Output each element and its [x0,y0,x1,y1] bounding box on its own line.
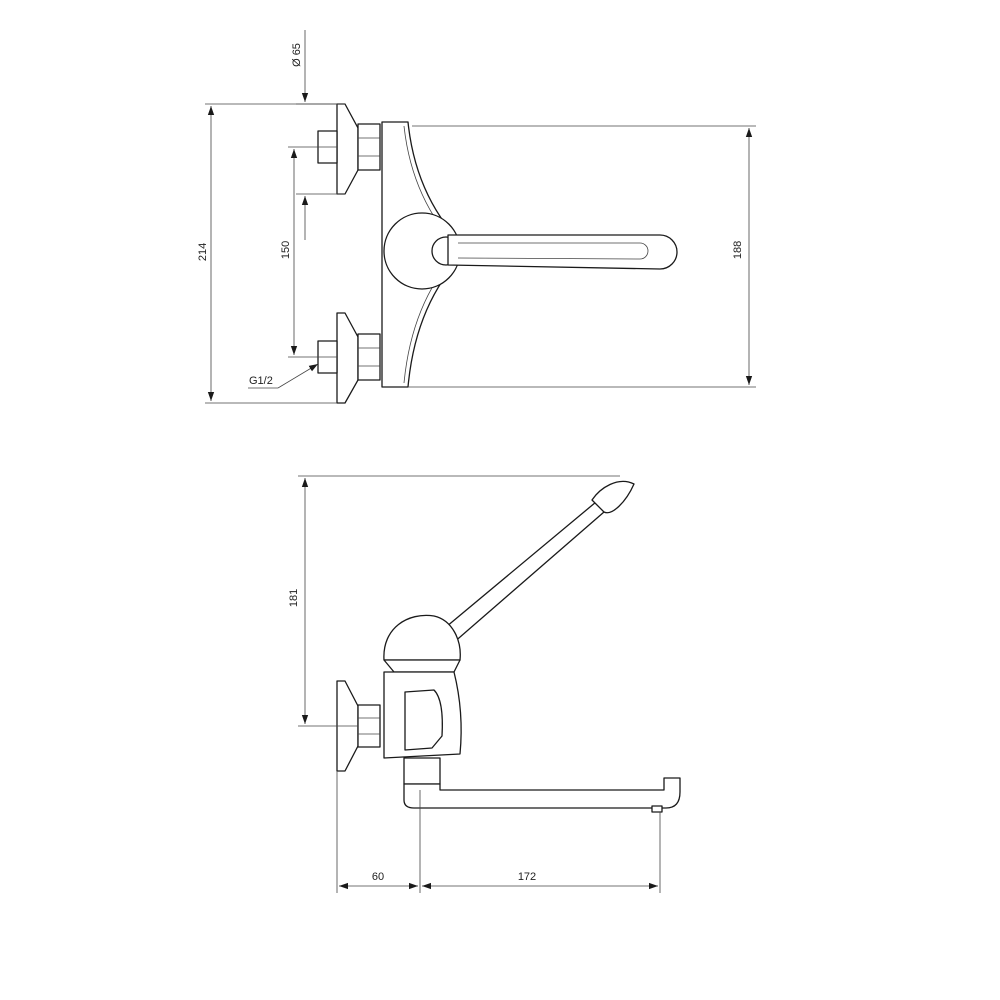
diameter-label: Ø 65 [291,43,303,67]
body-height-dimension: 188 [408,125,756,388]
lever-handle-front [447,234,678,270]
thread-callout: G1/2 [248,363,319,389]
spout-reach-label: 172 [518,871,536,883]
lever-arm-side [439,501,605,645]
spout-side [403,777,681,809]
inlet-spacing-label: 150 [280,241,292,259]
top-wall-flange [317,103,381,195]
spout-connector [403,757,441,785]
lever-height-dimension: 181 [288,475,620,727]
bottom-wall-flange [317,312,381,404]
front-view: Ø 65 150 214 188 [197,30,756,404]
lever-paddle-side [591,480,635,514]
inlet-spacing-dimension: 150 [280,146,318,358]
lever-height-label: 181 [288,589,300,607]
total-height-label: 214 [197,243,209,261]
body-height-label: 188 [732,241,744,259]
total-height-dimension: 214 [197,103,337,404]
spout-reach-dimension: 172 [422,871,658,890]
thread-label: G1/2 [249,375,273,387]
wall-offset-dimension: 60 [339,871,418,890]
cartridge-cap-side [383,614,461,661]
side-view: 181 60 172 [288,475,681,893]
wall-offset-label: 60 [372,871,384,883]
